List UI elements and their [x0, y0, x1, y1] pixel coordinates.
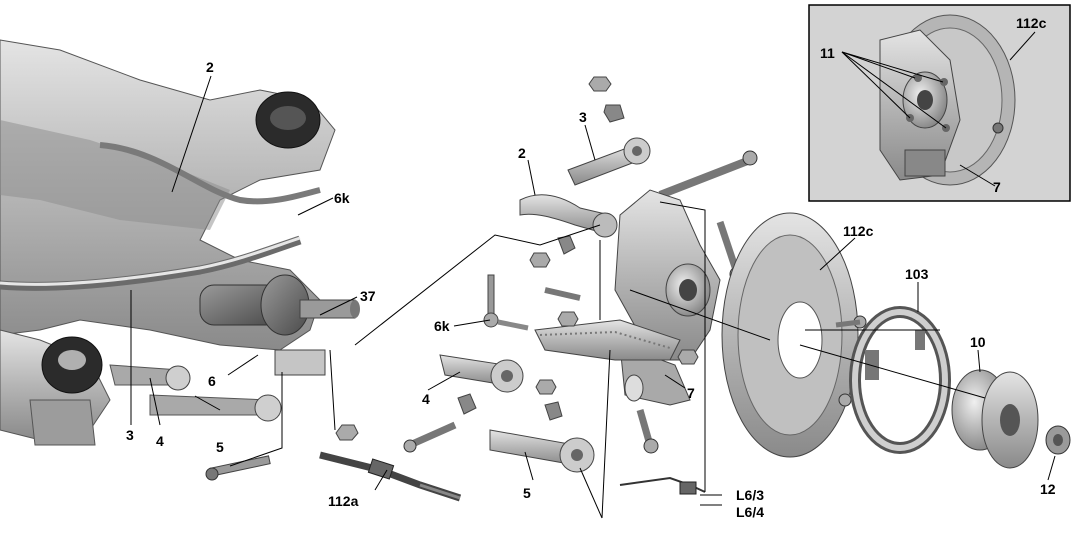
label-6k-top: 6k — [334, 190, 350, 206]
long-bolt-top — [658, 150, 758, 199]
label-103: 103 — [905, 266, 929, 282]
subframe-bracket — [29, 399, 96, 446]
label-2-left: 2 — [206, 59, 214, 75]
label-12: 12 — [1040, 481, 1056, 497]
label-112c-main: 112c — [843, 223, 874, 239]
label-37: 37 — [360, 288, 376, 304]
camber-link-3 — [567, 137, 651, 186]
label-112a: 112a — [328, 493, 359, 509]
label-7-mid: 7 — [687, 385, 695, 401]
bracket-6 — [274, 349, 326, 376]
hub-nut-12 — [1045, 425, 1071, 455]
inset-label-112c: 112c — [1016, 15, 1047, 31]
link-2-mid — [519, 194, 618, 238]
drive-shaft — [199, 274, 360, 336]
inset-label-7: 7 — [993, 179, 1001, 195]
bolts-center — [529, 220, 745, 454]
label-2-mid: 2 — [518, 145, 526, 161]
nut-left — [335, 424, 359, 441]
leader-lines — [130, 31, 1056, 519]
wheel-carrier-knuckle — [614, 189, 721, 406]
label-10: 10 — [970, 334, 986, 350]
lower-mount-bushing-center — [58, 350, 86, 370]
wheel-hub-10 — [951, 369, 1039, 469]
label-4-mid: 4 — [422, 391, 430, 407]
label-6k-mid: 6k — [434, 318, 450, 334]
rear-subframe-assembly — [0, 39, 360, 446]
upper-mount-bushing-center — [270, 106, 306, 130]
label-4-left: 4 — [156, 433, 164, 449]
label-5-left: 5 — [216, 439, 224, 455]
link-6k-mid — [483, 274, 529, 331]
brake-backing-plate-112c — [721, 212, 867, 458]
bolt-lower-left — [205, 455, 271, 481]
label-6: 6 — [208, 373, 216, 389]
speed-sensor-cable-112a — [319, 451, 462, 502]
label-3-left: 3 — [126, 427, 134, 443]
label-L6-3: L6/3 — [736, 487, 764, 503]
detail-inset — [808, 4, 1071, 202]
sensor-wire-L6 — [619, 476, 706, 495]
link-4-mid — [403, 354, 524, 453]
parking-brake-shoes-103 — [849, 306, 951, 454]
stabilizer-bar-highlight — [0, 236, 301, 286]
lower-control-arm — [534, 319, 681, 361]
upper-nut-3 — [588, 76, 625, 123]
label-3-mid: 3 — [579, 109, 587, 125]
callout-labels: 2 6k 37 6 3 4 5 112a 3 2 6k 4 5 7 112c 1… — [126, 15, 1056, 520]
subframe-shadow — [0, 120, 230, 230]
inset-label-11: 11 — [820, 45, 835, 61]
brake-line — [99, 142, 321, 205]
label-L6-4: L6/4 — [736, 504, 764, 520]
link-5-mid — [489, 379, 595, 473]
stabilizer-bar — [0, 235, 302, 291]
label-5-mid: 5 — [523, 485, 531, 501]
